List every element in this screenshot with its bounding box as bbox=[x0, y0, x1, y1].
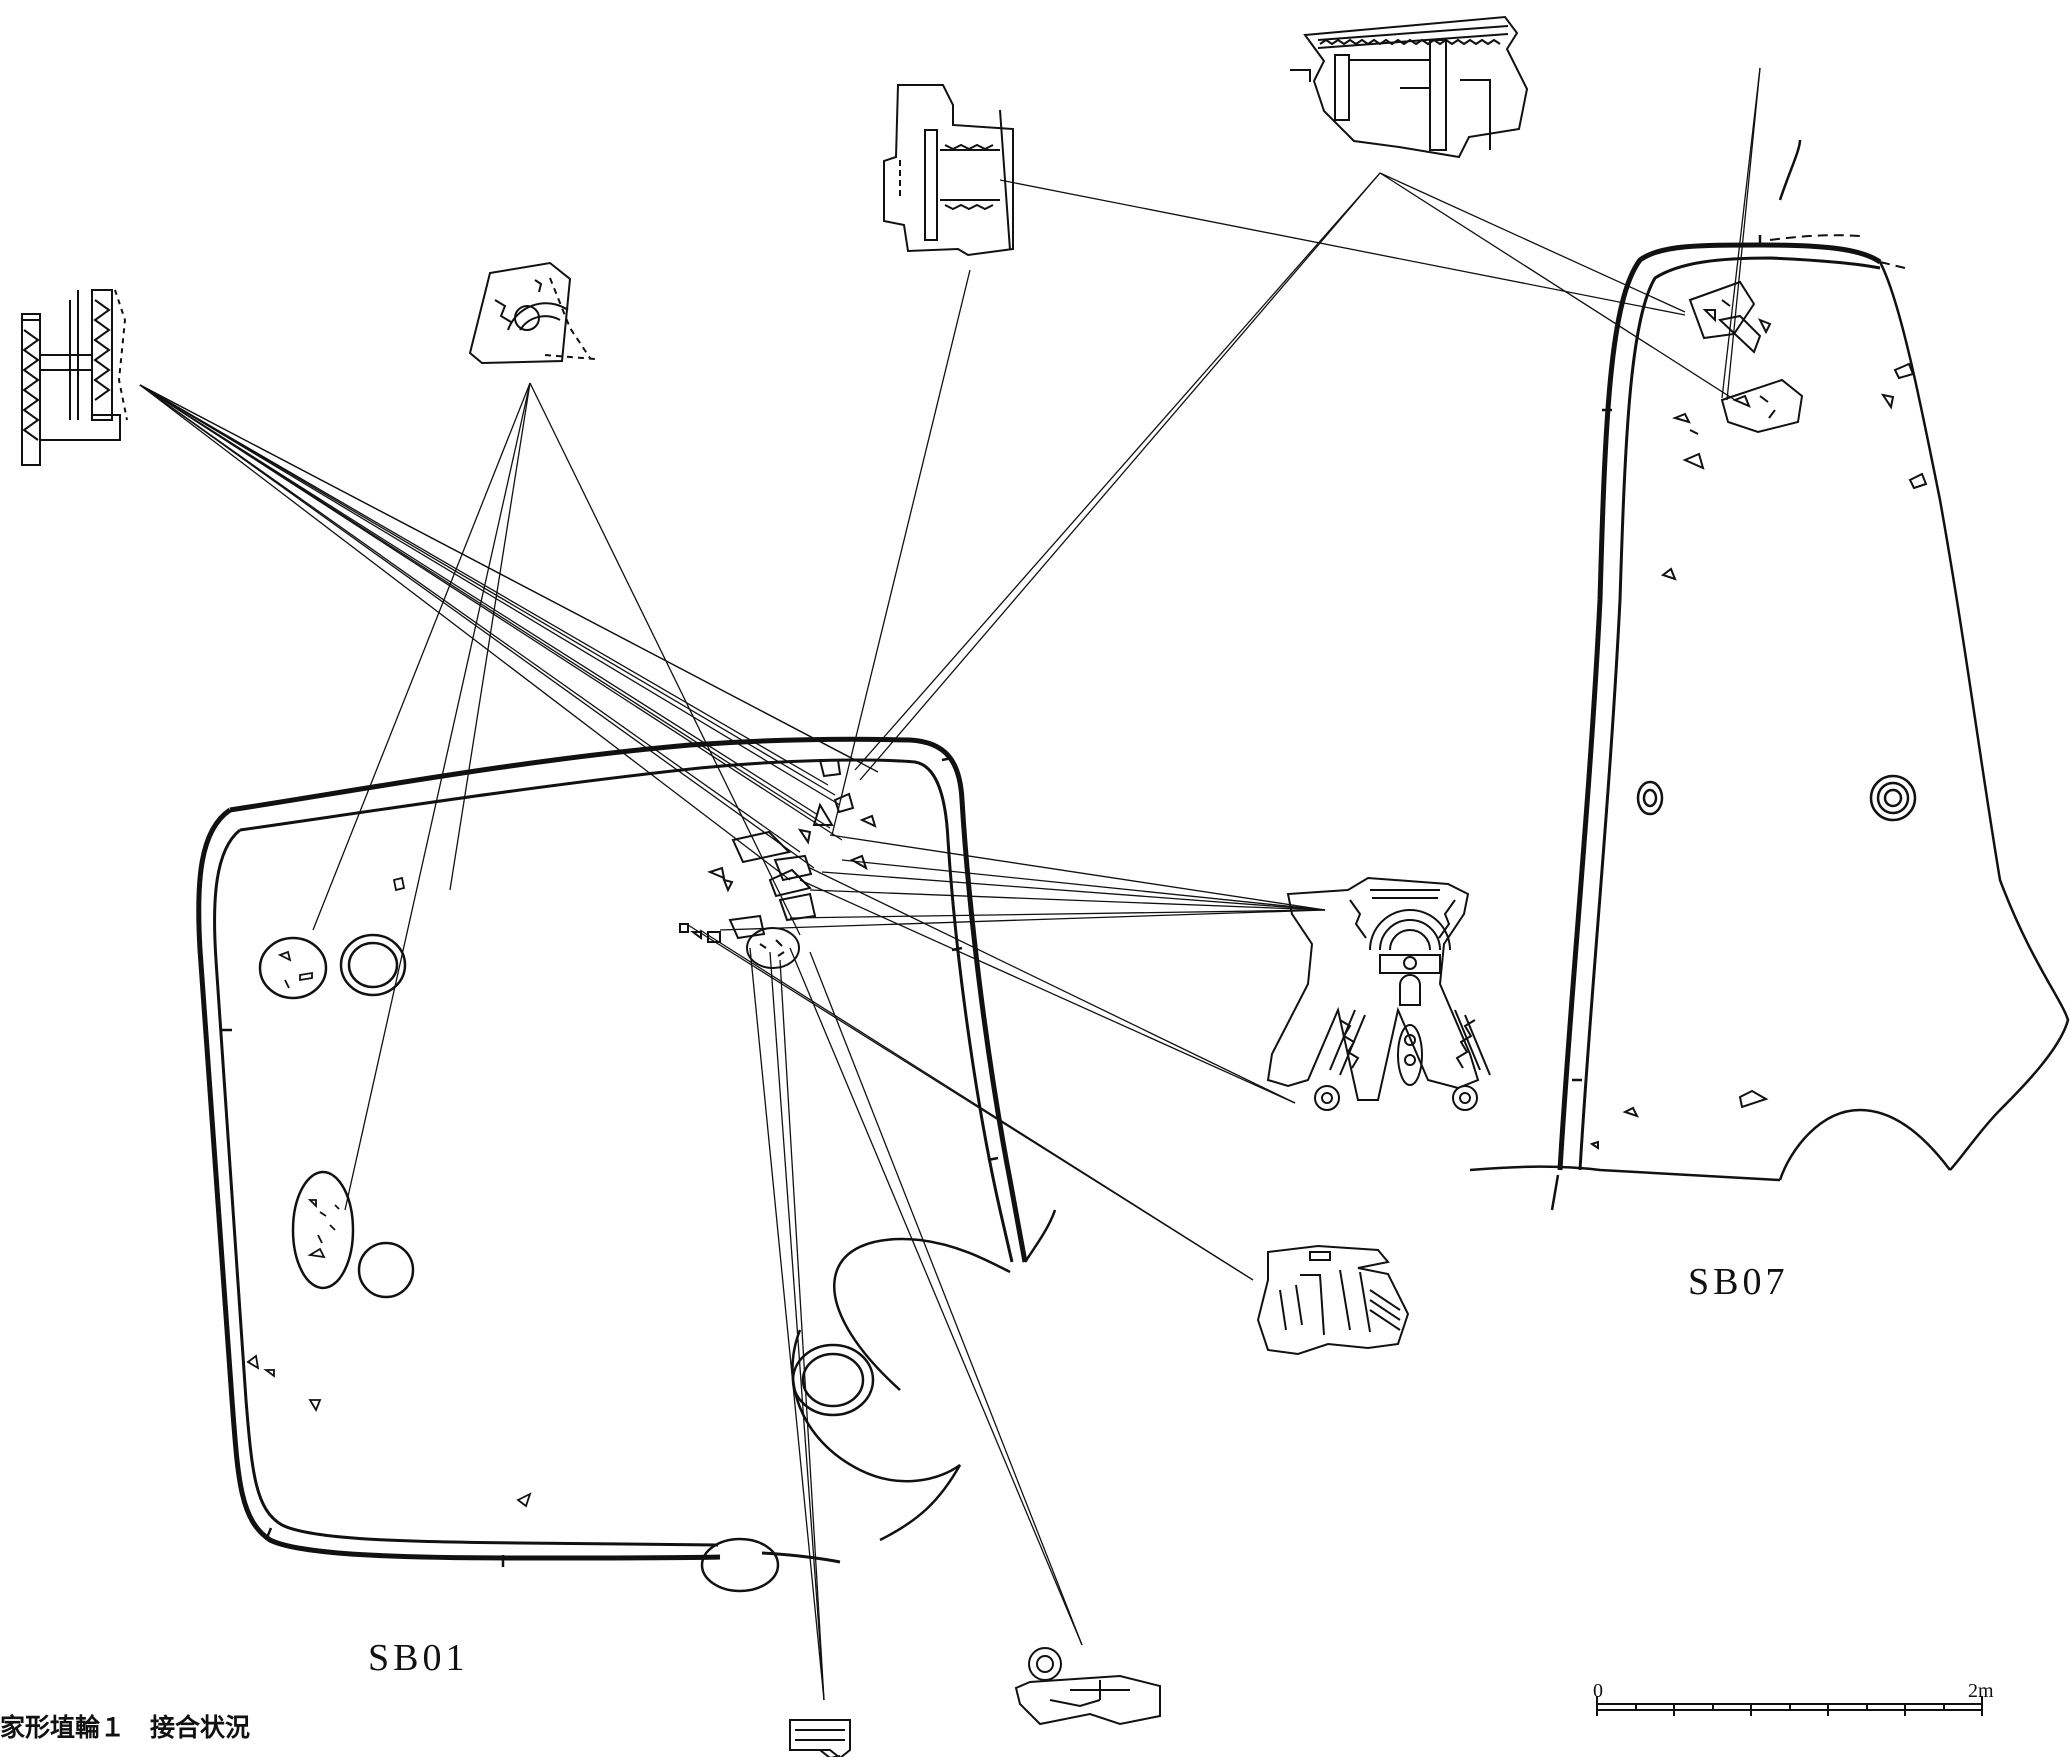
fragment-lower-right bbox=[1258, 1246, 1408, 1354]
fragment-top-center bbox=[884, 85, 1013, 255]
feature-label-sb07: SB07 bbox=[1688, 1261, 1789, 1303]
scale-start-label: 0 bbox=[1593, 1680, 1603, 1702]
scale-end-label: 2m bbox=[1968, 1680, 1994, 1702]
fragment-upper-left bbox=[22, 290, 127, 465]
sb07-pit-outline bbox=[1470, 140, 2068, 1210]
fragment-house-reconstruction bbox=[1268, 878, 1490, 1110]
fragment-bottom-right bbox=[1016, 1648, 1160, 1724]
joining-lines bbox=[140, 68, 1760, 1700]
feature-label-sb01: SB01 bbox=[368, 1637, 469, 1679]
fragment-gable-arch bbox=[470, 263, 595, 363]
sb01-overlap-pit bbox=[702, 1239, 1010, 1591]
sb01-edge-ticks bbox=[222, 758, 998, 1567]
scale-bar bbox=[1597, 1696, 1982, 1716]
sb07-sherd-marks bbox=[1592, 282, 1926, 1148]
figure-caption: 家形埴輪１ 接合状況 bbox=[0, 1713, 251, 1742]
sb01-sherd-marks bbox=[248, 878, 530, 1506]
sb01-postholes bbox=[260, 935, 413, 1297]
sb07-edge-ticks bbox=[1572, 235, 1760, 1080]
sb01-fragment-cluster bbox=[680, 760, 875, 968]
sb07-postholes bbox=[1638, 776, 1915, 820]
fragment-bottom-center bbox=[790, 1720, 850, 1757]
fragment-roof-top-right bbox=[1290, 17, 1527, 157]
sb01-pit-outline bbox=[199, 739, 1055, 1562]
